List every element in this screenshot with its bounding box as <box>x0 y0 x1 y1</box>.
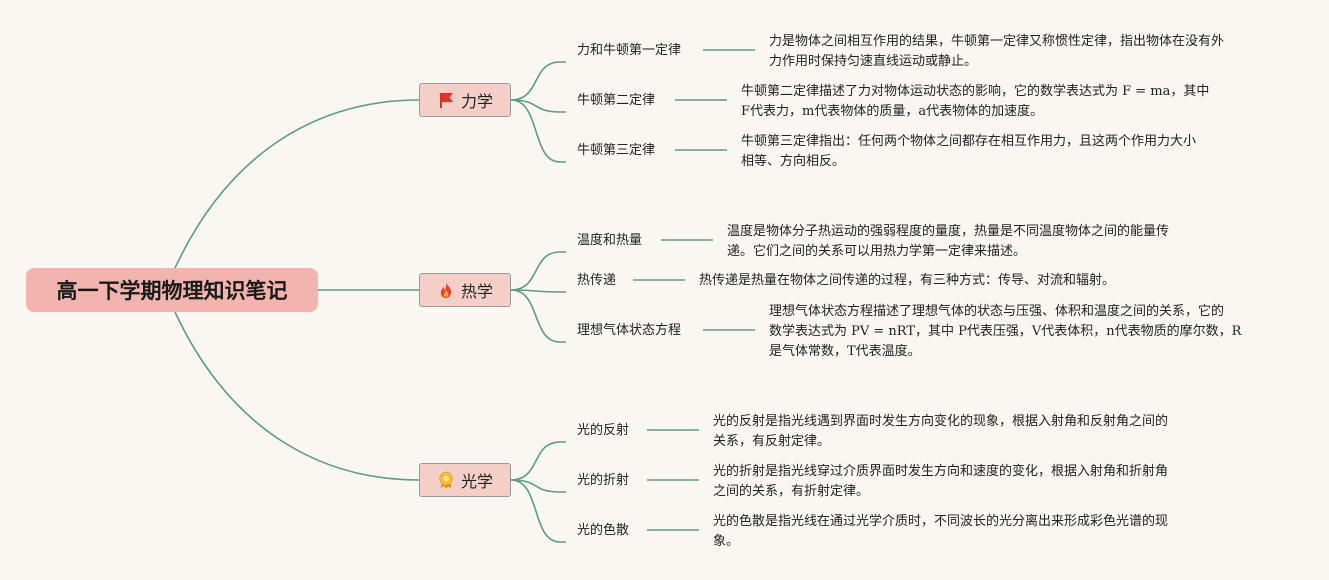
topic-newton-third-law[interactable]: 牛顿第三定律 <box>577 143 656 158</box>
topic-description: 温度是物体分子热运动的强弱程度的量度，热量是不同温度物体之间的能量传递。它们之间… <box>727 224 1170 259</box>
root-to-branch-mechanics-line <box>174 99 420 269</box>
red-flag-icon <box>439 93 453 108</box>
branch-label: 力学 <box>460 92 493 111</box>
topic-reflection[interactable]: 光的反射 <box>577 423 630 438</box>
branch-2-topic-2-curve <box>510 479 566 543</box>
branch-1-topic-0-curve <box>510 251 566 291</box>
branch-1-topic-1-curve <box>510 289 566 293</box>
branch-1-topic-2-curve <box>510 289 566 343</box>
topic-temperature-heat[interactable]: 温度和热量 <box>577 233 643 248</box>
branch-label: 热学 <box>460 282 493 301</box>
topic-description: 理想气体状态方程描述了理想气体的状态与压强、体积和温度之间的关系，它的数学表达式… <box>769 304 1242 359</box>
topic-refraction[interactable]: 光的折射 <box>577 473 630 488</box>
branch-0-topic-1-curve <box>510 99 566 113</box>
topic-dispersion[interactable]: 光的色散 <box>577 523 630 538</box>
topic-newton-first-law[interactable]: 力和牛顿第一定律 <box>577 43 682 58</box>
topic-ideal-gas-law[interactable]: 理想气体状态方程 <box>577 323 682 338</box>
root-to-branch-optics-line <box>174 311 420 481</box>
topic-description: 牛顿第三定律指出：任何两个物体之间都存在相互作用力，且这两个作用力大小相等、方向… <box>741 134 1197 169</box>
branch-2-topic-0-curve <box>510 441 566 481</box>
branch-mechanics[interactable]: 力学 <box>419 83 511 117</box>
topic-newton-second-law[interactable]: 牛顿第二定律 <box>577 93 656 108</box>
topic-description: 光的色散是指光线在通过光学介质时，不同波长的光分离出来形成彩色光谱的现象。 <box>713 514 1169 549</box>
branch-2-topic-1-curve <box>510 479 566 493</box>
root-node-title[interactable]: 高一下学期物理知识笔记 <box>26 268 318 312</box>
topic-heat-transfer[interactable]: 热传递 <box>577 273 617 288</box>
branch-thermodynamics[interactable]: 热学 <box>419 273 511 307</box>
topic-description: 热传递是热量在物体之间传递的过程，有三种方式：传导、对流和辐射。 <box>699 273 1116 288</box>
branch-0-topic-0-curve <box>510 61 566 101</box>
branch-optics[interactable]: 光学 <box>419 463 511 497</box>
topic-description: 光的反射是指光线遇到界面时发生方向变化的现象，根据入射角和反射角之间的关系，有反… <box>713 414 1169 449</box>
branch-0-topic-2-curve <box>510 99 566 163</box>
branch-label: 光学 <box>460 472 493 491</box>
topic-description: 力是物体之间相互作用的结果，牛顿第一定律又称惯性定律，指出物体在没有外力作用时保… <box>769 34 1225 69</box>
medal-icon <box>439 471 453 489</box>
topic-description: 光的折射是指光线穿过介质界面时发生方向和速度的变化，根据入射角和折射角之间的关系… <box>713 464 1169 499</box>
fire-icon <box>440 282 452 298</box>
